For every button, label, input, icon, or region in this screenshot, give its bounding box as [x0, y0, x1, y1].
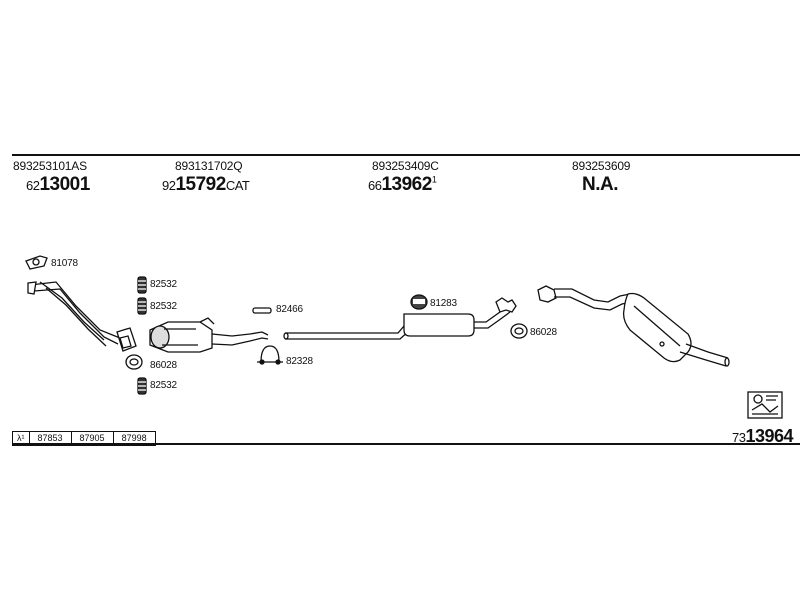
label-clip: 82466: [276, 304, 303, 315]
lambda-sensor-table: λ¹ 87853 87905 87998: [12, 431, 156, 446]
label-bracket-2: 82532: [150, 301, 177, 312]
part-main: 15792: [175, 174, 226, 195]
part-number-2: 9215792CAT: [162, 174, 250, 196]
label-hanger: 81283: [430, 298, 457, 309]
part-prefix: 62: [26, 178, 40, 193]
oe-number-2: 893131702Q: [175, 159, 243, 173]
part-number-1: 6213001: [26, 174, 90, 196]
kit-main: 13964: [745, 426, 794, 446]
middle-silencer-icon: [403, 297, 517, 337]
header-separator: [12, 154, 800, 156]
oe-number-1: 893253101AS: [13, 159, 87, 173]
spring-bracket-icon-2: [137, 297, 147, 315]
label-clamp: 82328: [286, 356, 313, 367]
ring-left-icon: [125, 354, 143, 370]
lambda-symbol: λ¹: [13, 432, 30, 445]
gasket-icon: [25, 255, 48, 270]
label-bracket-3: 82532: [150, 380, 177, 391]
label-ring-left: 86028: [150, 360, 177, 371]
intermediate-pipe-icon: [283, 315, 415, 340]
oe-number-4: 893253609: [572, 159, 631, 173]
label-seal: 81078: [51, 258, 78, 269]
part-main: 13001: [39, 174, 90, 195]
label-bracket-1: 82532: [150, 279, 177, 290]
kit-box-icon: [747, 391, 783, 419]
rear-silencer-icon: [537, 285, 730, 367]
lambda-value: 87853: [30, 432, 72, 445]
clamp-icon: [257, 345, 283, 365]
spring-bracket-icon-3: [137, 377, 147, 395]
clip-icon: [252, 307, 272, 314]
part-number-4: N.A.: [582, 174, 619, 196]
part-main: 13962: [381, 174, 432, 195]
lambda-value: 87905: [72, 432, 114, 445]
lambda-value: 87998: [121, 433, 147, 443]
part-suffix: CAT: [225, 178, 250, 193]
front-pipe-icon: [27, 281, 137, 352]
kit-prefix: 73: [732, 430, 746, 445]
part-main: N.A.: [582, 174, 619, 195]
label-ring-right: 86028: [530, 327, 557, 338]
ring-right-icon: [510, 323, 528, 339]
part-prefix: 92: [162, 178, 176, 193]
part-prefix: 66: [368, 178, 382, 193]
part-number-3: 66139621: [368, 174, 437, 196]
hanger-icon: [410, 294, 428, 310]
catalytic-converter-icon: [149, 317, 269, 353]
spring-bracket-icon-1: [137, 276, 147, 294]
footer-separator: [12, 443, 800, 445]
part-footnote: 1: [431, 174, 437, 185]
kit-number: 7313964: [732, 426, 794, 447]
oe-number-3: 893253409C: [372, 159, 439, 173]
